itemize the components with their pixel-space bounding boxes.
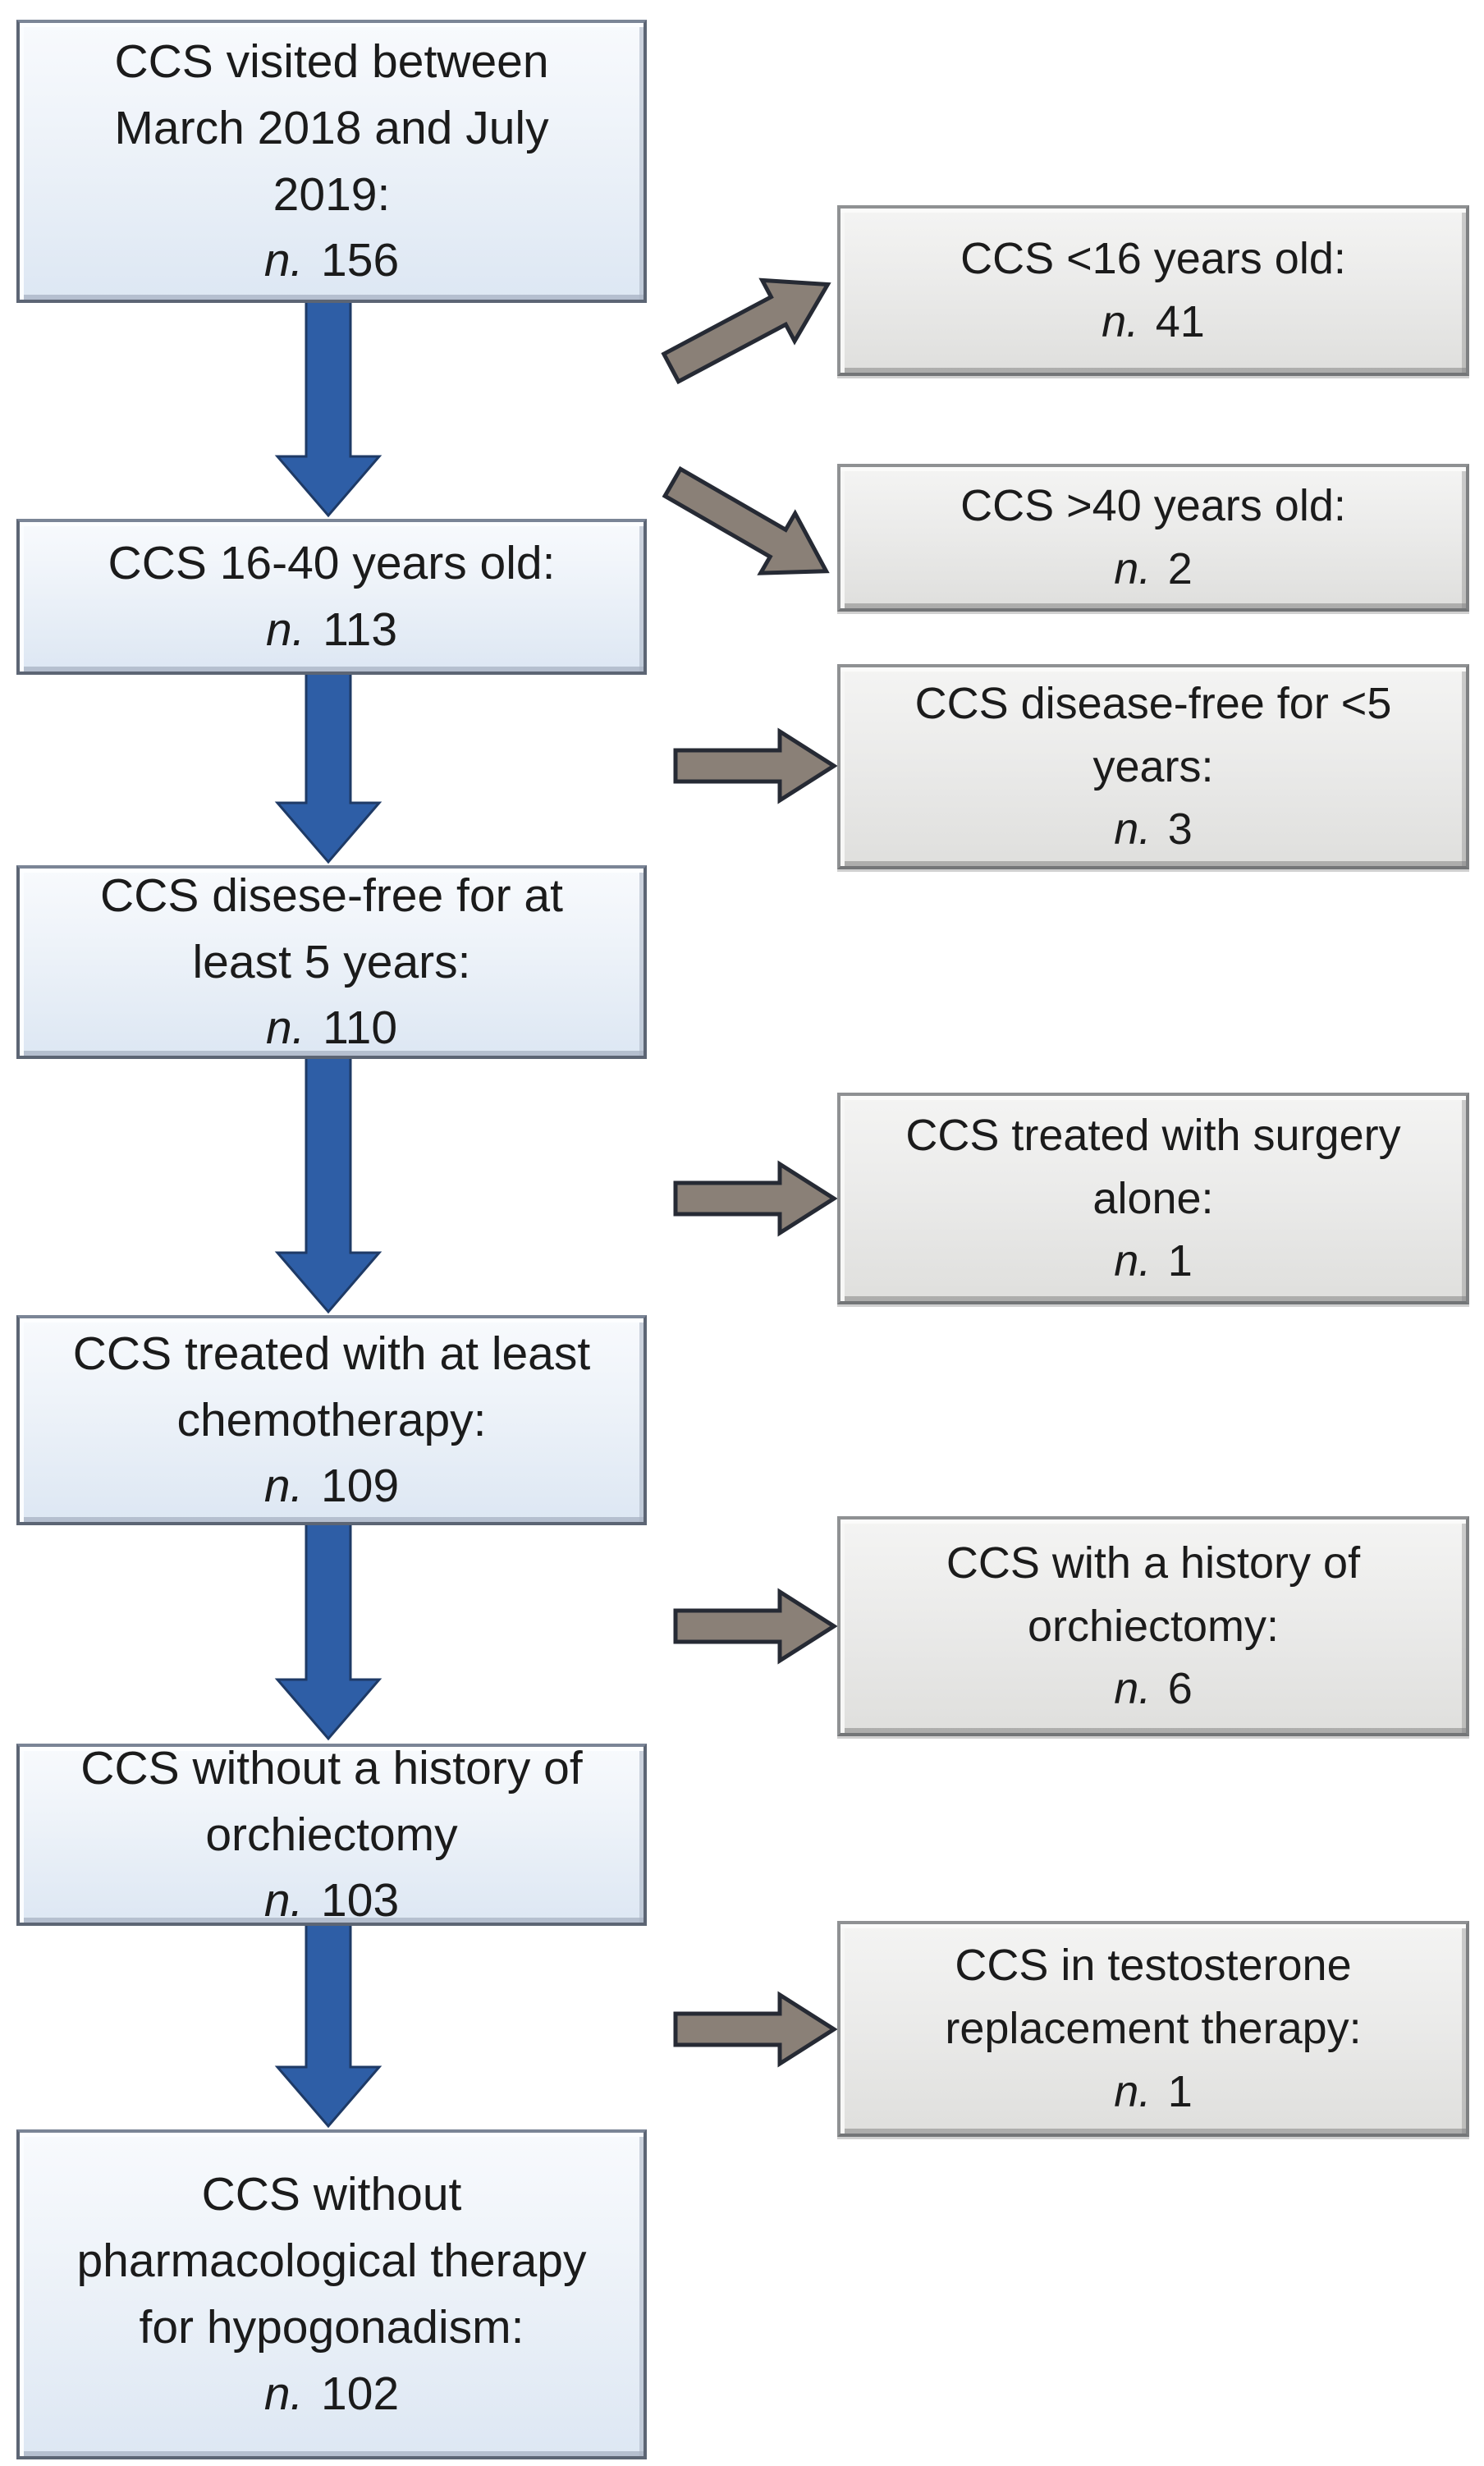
box-excluded-disease-free-lt5: CCS disease-free for <5 years: n. 3 (837, 664, 1469, 869)
n-label: n. (263, 1460, 304, 1513)
box-text-line: CCS treated with surgery (905, 1111, 1401, 1160)
box-ccs-16-40: CCS 16-40 years old: n. 113 (16, 519, 647, 675)
down-arrow-icon-2 (274, 667, 382, 864)
box-text-line: orchiectomy (205, 1808, 458, 1861)
box-excluded-surgery-alone: CCS treated with surgery alone: n. 1 (837, 1093, 1469, 1304)
n-count-line: n. 102 (264, 2361, 399, 2427)
n-value: 1 (1167, 2066, 1193, 2116)
n-label: n. (263, 1874, 304, 1927)
exclusion-arrow-icon-5 (673, 1581, 838, 1671)
box-excluded-testosterone-therapy: CCS in testosterone replacement therapy:… (837, 1921, 1469, 2137)
down-arrow-icon-3 (274, 1052, 382, 1314)
box-text-line: for hypogonadism: (139, 2301, 524, 2354)
n-label: n. (1114, 804, 1152, 855)
box-text-line: CCS disease-free for <5 (914, 679, 1392, 728)
box-text-line: 2019: (273, 167, 391, 221)
n-value: 113 (323, 603, 398, 656)
box-text-line: CCS 16-40 years old: (108, 537, 556, 590)
box-text-line: CCS in testosterone (955, 1941, 1352, 1991)
box-excluded-under-16: CCS <16 years old: n. 41 (837, 205, 1469, 376)
n-value: 109 (321, 1460, 400, 1513)
n-count-line: n. 103 (264, 1868, 399, 1934)
box-text-line: CCS without (201, 2168, 462, 2221)
n-value: 156 (321, 234, 400, 287)
box-ccs-visited: CCS visited between March 2018 and July … (16, 20, 647, 303)
box-text-line: CCS without a history of (80, 1741, 583, 1794)
box-text-line: alone: (1092, 1173, 1214, 1223)
box-text-line: years: (1092, 741, 1214, 791)
box-text-line: CCS <16 years old: (960, 234, 1346, 284)
n-label: n. (1114, 544, 1152, 594)
box-no-pharmacological-therapy: CCS without pharmacological therapy for … (16, 2129, 647, 2459)
box-disease-free-5y: CCS disese-free for at least 5 years: n.… (16, 865, 647, 1059)
box-text-line: CCS visited between (114, 34, 549, 88)
n-count-line: n. 156 (264, 227, 399, 294)
n-count-line: n. 1 (1114, 2060, 1193, 2124)
n-label: n. (1114, 2066, 1152, 2116)
box-excluded-orchiectomy: CCS with a history of orchiectomy: n. 6 (837, 1516, 1469, 1736)
down-arrow-icon-5 (274, 1920, 382, 2129)
exclusion-arrow-icon-3 (673, 721, 838, 811)
exclusion-arrow-icon-4 (673, 1153, 838, 1244)
n-value: 110 (323, 1002, 398, 1055)
n-value: 6 (1167, 1664, 1193, 1714)
box-text-line: pharmacological therapy (76, 2235, 587, 2288)
n-label: n. (265, 603, 305, 656)
n-value: 41 (1155, 297, 1205, 346)
n-count-line: n. 1 (1114, 1230, 1193, 1293)
exclusion-arrow-icon-2 (648, 442, 851, 612)
box-text-line: replacement therapy: (945, 2004, 1362, 2054)
n-label: n. (1102, 297, 1139, 346)
box-text-line: March 2018 and July (114, 101, 549, 154)
exclusion-arrow-icon-1 (648, 243, 852, 409)
n-count-line: n. 110 (266, 995, 397, 1061)
box-text-line: CCS treated with at least (72, 1327, 591, 1380)
n-count-line: n. 3 (1114, 798, 1193, 861)
n-label: n. (1114, 1664, 1152, 1714)
n-label: n. (265, 1002, 305, 1055)
n-label: n. (1114, 1236, 1152, 1286)
n-value: 3 (1167, 804, 1193, 855)
n-value: 1 (1167, 1236, 1193, 1286)
box-chemotherapy: CCS treated with at least chemotherapy: … (16, 1315, 647, 1525)
down-arrow-icon-1 (274, 298, 382, 518)
box-text-line: orchiectomy: (1027, 1601, 1280, 1651)
n-count-line: n. 41 (1102, 291, 1205, 354)
down-arrow-icon-4 (274, 1519, 382, 1741)
n-count-line: n. 113 (266, 597, 397, 663)
box-text-line: CCS disese-free for at (100, 869, 563, 922)
box-excluded-over-40: CCS >40 years old: n. 2 (837, 464, 1469, 612)
box-text-line: chemotherapy: (176, 1393, 487, 1446)
n-count-line: n. 6 (1114, 1657, 1193, 1721)
box-text-line: least 5 years: (192, 935, 471, 988)
box-text-line: CCS >40 years old: (960, 481, 1346, 531)
n-value: 102 (321, 2367, 400, 2420)
exclusion-arrow-icon-6 (673, 1984, 838, 2074)
n-count-line: n. 2 (1114, 538, 1193, 601)
n-value: 2 (1167, 544, 1193, 594)
box-text-line: CCS with a history of (946, 1538, 1361, 1588)
n-label: n. (263, 234, 304, 287)
n-count-line: n. 109 (264, 1453, 399, 1519)
n-label: n. (263, 2367, 304, 2420)
n-value: 103 (321, 1874, 400, 1927)
box-no-orchiectomy: CCS without a history of orchiectomy n. 1… (16, 1742, 647, 1927)
